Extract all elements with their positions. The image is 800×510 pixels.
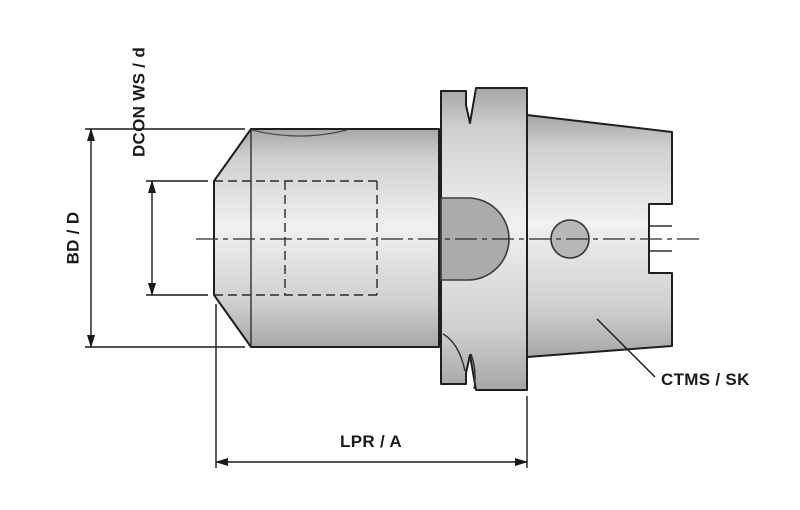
dim-dcon-extension-lines [146, 180, 208, 296]
dim-arrow-left-icon [215, 458, 228, 466]
taper-shank [526, 114, 673, 358]
tool-holder-views [196, 87, 704, 391]
chamfer-blend-curve [251, 129, 348, 137]
dim-lpr-label: LPR / A [340, 432, 402, 451]
groove-flank-curves [442, 333, 476, 390]
ctms-leader-line [596, 318, 656, 378]
holder-body [213, 128, 440, 348]
dim-dcon-ws-d: DCON WS / d [130, 47, 208, 296]
dim-arrow-down-icon [148, 283, 156, 296]
dim-dcon-label: DCON WS / d [130, 47, 149, 157]
dim-arrow-right-icon [515, 458, 528, 466]
dimensions: BD / D DCON WS / d LPR / A CT [64, 47, 750, 468]
dim-arrow-up-icon [87, 128, 95, 141]
drive-notch-detail-lines [649, 225, 672, 252]
callout-ctms-sk: CTMS / SK [596, 318, 750, 389]
dim-bd-d: BD / D [64, 128, 245, 348]
dim-arrow-up-icon [148, 180, 156, 193]
dim-arrow-down-icon [87, 335, 95, 348]
dim-bd-label: BD / D [64, 212, 83, 265]
holder-body-outline [213, 128, 440, 348]
dim-lpr-extension-lines [215, 304, 528, 468]
taper-shank-outline [526, 114, 673, 358]
dim-bd-extension-lines [85, 128, 245, 348]
dim-lpr-a: LPR / A [215, 304, 528, 468]
ctms-label: CTMS / SK [661, 370, 750, 389]
